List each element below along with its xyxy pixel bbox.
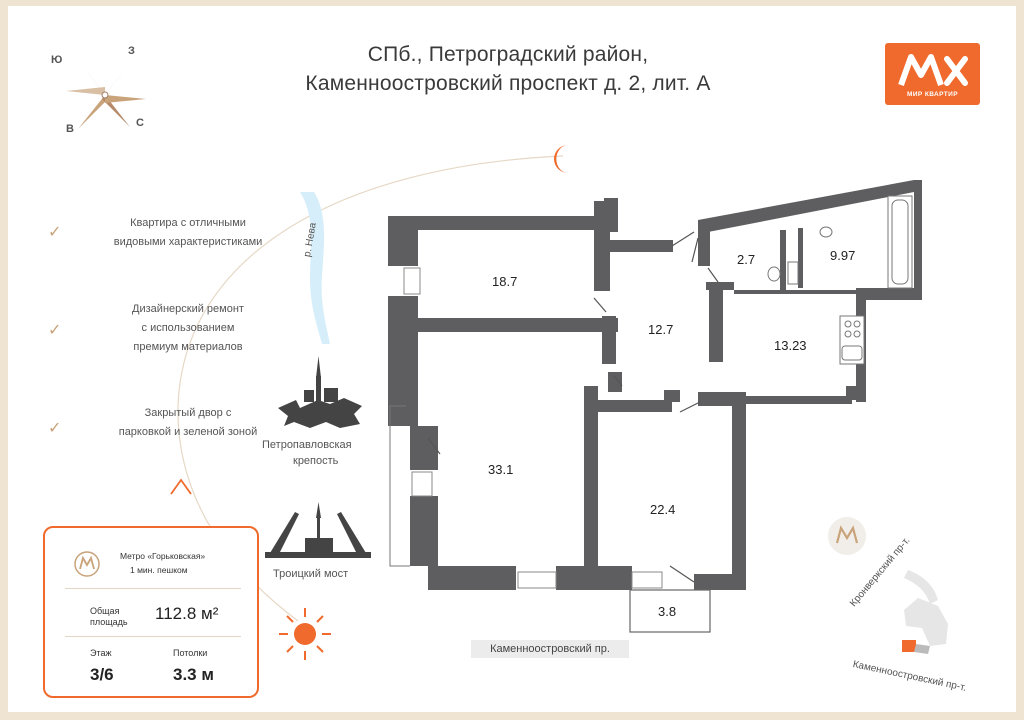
- room-area-label: 12.7: [648, 322, 674, 337]
- ceiling-label: Потолки: [173, 648, 208, 658]
- bridge-icon: [265, 502, 371, 558]
- room-area-label: 22.4: [650, 502, 676, 517]
- arrow-icon: [170, 478, 192, 495]
- floor-value: 3/6: [90, 665, 114, 684]
- check-icon: ✓: [48, 420, 62, 437]
- divider: [65, 636, 241, 637]
- area-label: Общая площадь: [90, 606, 128, 627]
- ceiling-value: 3.3 м: [173, 665, 214, 684]
- apartment-info-card: Метро «Горьковская» 1 мин. пешком Общая …: [43, 526, 259, 698]
- compass-rose-icon: [66, 63, 146, 129]
- logo-mark-icon: [898, 54, 968, 87]
- compass-west: В: [66, 123, 74, 135]
- bridge-label: Троицкий мост: [273, 568, 349, 580]
- plan-sheet: Ю З В С СПб., Петроградский район, Камен…: [8, 6, 1016, 712]
- title-line-1: СПб., Петроградский район,: [367, 43, 649, 66]
- page-title: СПб., Петроградский район, Каменноостров…: [258, 40, 758, 98]
- room-area-label: 33.1: [488, 462, 514, 477]
- windows: [403, 267, 663, 589]
- metro-icon: [828, 517, 866, 555]
- area-value: 112.8 м²: [155, 604, 219, 623]
- street-label-bottom: Каменноостровский пр.: [471, 640, 629, 658]
- map-blocks: [902, 570, 948, 654]
- compass-north: Ю: [51, 54, 63, 66]
- compass-south: С: [136, 117, 144, 129]
- walls: [388, 180, 922, 590]
- room-area-label: 13.23: [774, 338, 807, 353]
- room-area-label: 18.7: [492, 274, 518, 289]
- compass-east: З: [128, 45, 135, 57]
- doors: [427, 231, 719, 583]
- fortress-icon: [278, 356, 362, 428]
- compass: Ю З В С: [51, 45, 148, 135]
- moon-icon: [554, 145, 568, 173]
- check-icon: ✓: [48, 322, 62, 339]
- river-icon: [300, 192, 330, 344]
- floor-plan: [388, 180, 922, 633]
- check-icon: ✓: [48, 224, 62, 241]
- company-logo: МИР КВАРТИР: [885, 43, 980, 105]
- ledge-outline: [389, 405, 410, 567]
- fortress-label-1: Петропавловская: [262, 439, 352, 451]
- balcony-outline: [629, 589, 711, 633]
- title-line-2: Каменноостровский проспект д. 2, лит. А: [305, 72, 711, 95]
- fixtures: [767, 195, 913, 365]
- balcony-area-label: 3.8: [658, 604, 677, 619]
- floor-label: Этаж: [90, 648, 112, 658]
- fortress-label-2: крепость: [293, 455, 339, 467]
- metro-name: Метро «Горьковская»: [120, 551, 206, 561]
- location-map: Кронверкский пр-т. Каменноостровский пр-…: [808, 506, 1008, 706]
- sun-icon: [279, 608, 331, 660]
- metro-icon: [74, 551, 100, 577]
- divider: [65, 588, 241, 589]
- metro-time: 1 мин. пешком: [130, 565, 188, 575]
- logo-text: МИР КВАРТИР: [907, 91, 958, 98]
- room-area-label: 2.7: [737, 252, 756, 267]
- room-area-label: 9.97: [830, 248, 856, 263]
